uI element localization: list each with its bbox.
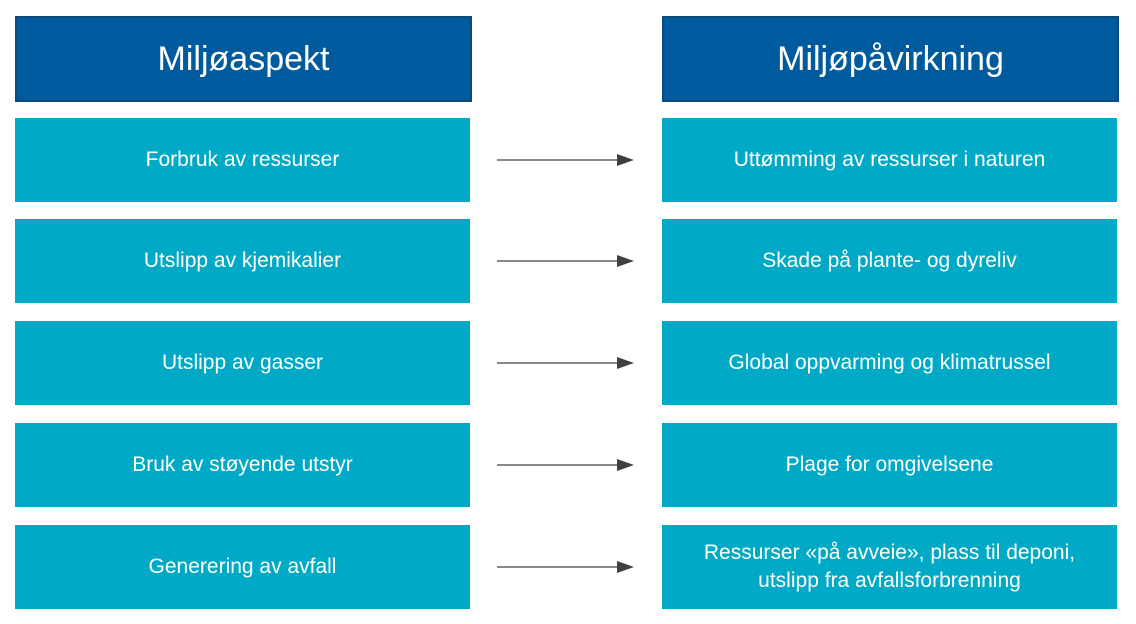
arrow-icon	[497, 561, 634, 573]
arrow-icon	[497, 459, 634, 471]
impact-text: Global oppvarming og klimatrussel	[728, 351, 1051, 374]
impact-text: Skade på plante- og dyreliv	[762, 249, 1017, 272]
header-miljopavirkning: Miljøpåvirkning	[662, 16, 1119, 102]
impact-box: Plage for omgivelsene	[662, 423, 1117, 507]
impact-text: Plage for omgivelsene	[785, 453, 994, 476]
arrow-icon	[497, 357, 634, 369]
aspect-box: Utslipp av kjemikalier	[15, 219, 470, 303]
aspect-box: Bruk av støyende utstyr	[15, 423, 470, 507]
impact-box: Uttømming av ressurser i naturen	[662, 118, 1117, 202]
impact-text: Uttømming av ressurser i naturen	[733, 148, 1046, 171]
header-miljoaspekt: Miljøaspekt	[15, 16, 472, 102]
aspect-box: Utslipp av gasser	[15, 321, 470, 405]
arrow-icon	[497, 255, 634, 267]
impact-box: Global oppvarming og klimatrussel	[662, 321, 1117, 405]
impact-box: Ressurser «på avveie», plass til deponi,…	[662, 525, 1117, 609]
aspect-box: Forbruk av ressurser	[15, 118, 470, 202]
aspect-box: Generering av avfall	[15, 525, 470, 609]
impact-text: Ressurser «på avveie», plass til deponi,…	[703, 541, 1076, 592]
arrow-icon	[497, 154, 634, 166]
impact-box: Skade på plante- og dyreliv	[662, 219, 1117, 303]
